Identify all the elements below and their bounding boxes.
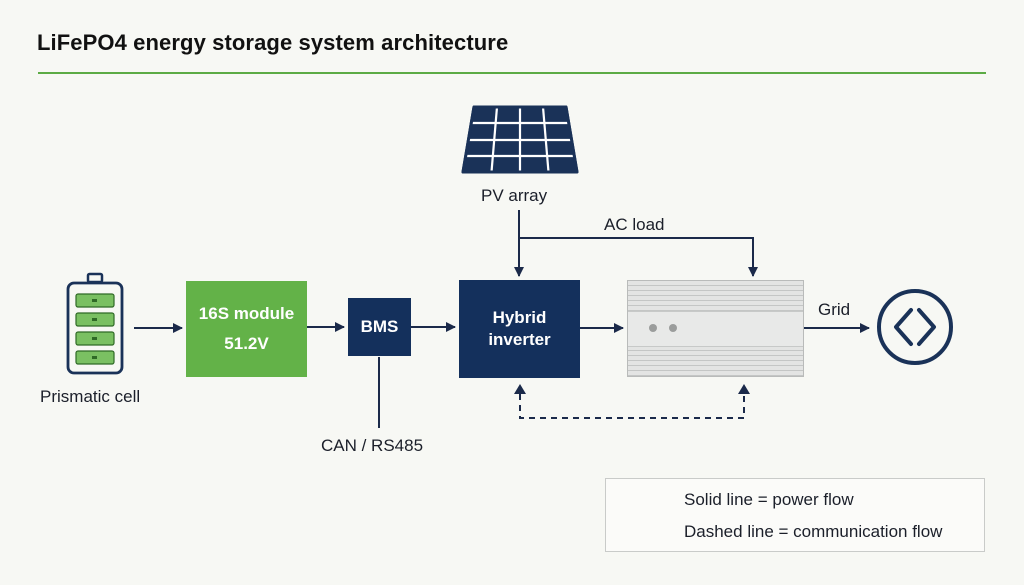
arrow-ac-load <box>519 237 758 277</box>
title-divider <box>38 72 986 74</box>
indicator-light-1 <box>649 324 657 332</box>
equipment-cabinet <box>627 280 804 377</box>
legend-dashed-label: Dashed line = communication flow <box>684 522 943 541</box>
solar-panel-icon <box>461 105 579 174</box>
battery-cell-icon <box>66 272 124 375</box>
inverter-label-line2: inverter <box>488 330 551 349</box>
grid-icon <box>877 289 953 365</box>
indicator-light-2 <box>669 324 677 332</box>
pv-array-label: PV array <box>481 186 548 205</box>
legend-solid-label: Solid line = power flow <box>684 490 854 509</box>
ac-load-label: AC load <box>604 215 665 234</box>
comm-link-inverter-equipment <box>519 394 745 419</box>
equipment-front-panel <box>628 311 803 347</box>
legend: Solid line = power flow Dashed line = co… <box>605 478 985 552</box>
module-voltage: 51.2V <box>224 334 269 353</box>
inverter-label-line1: Hybrid <box>492 307 547 327</box>
module-box: 16S module 51.2V <box>186 281 307 377</box>
grid-label: Grid <box>818 300 851 319</box>
page-title: LiFePO4 energy storage system architectu… <box>37 30 509 55</box>
bms-box: BMS <box>348 298 411 356</box>
comm-arrow-head-left <box>514 384 526 394</box>
prismatic-cell-label: Prismatic cell <box>40 387 141 406</box>
bms-label: BMS <box>360 317 399 336</box>
module-label: 16S module <box>198 304 295 324</box>
can-rs485-label: CAN / RS485 <box>321 436 424 455</box>
inverter-box: Hybrid inverter <box>459 280 580 378</box>
comm-arrow-head-right <box>738 384 750 394</box>
